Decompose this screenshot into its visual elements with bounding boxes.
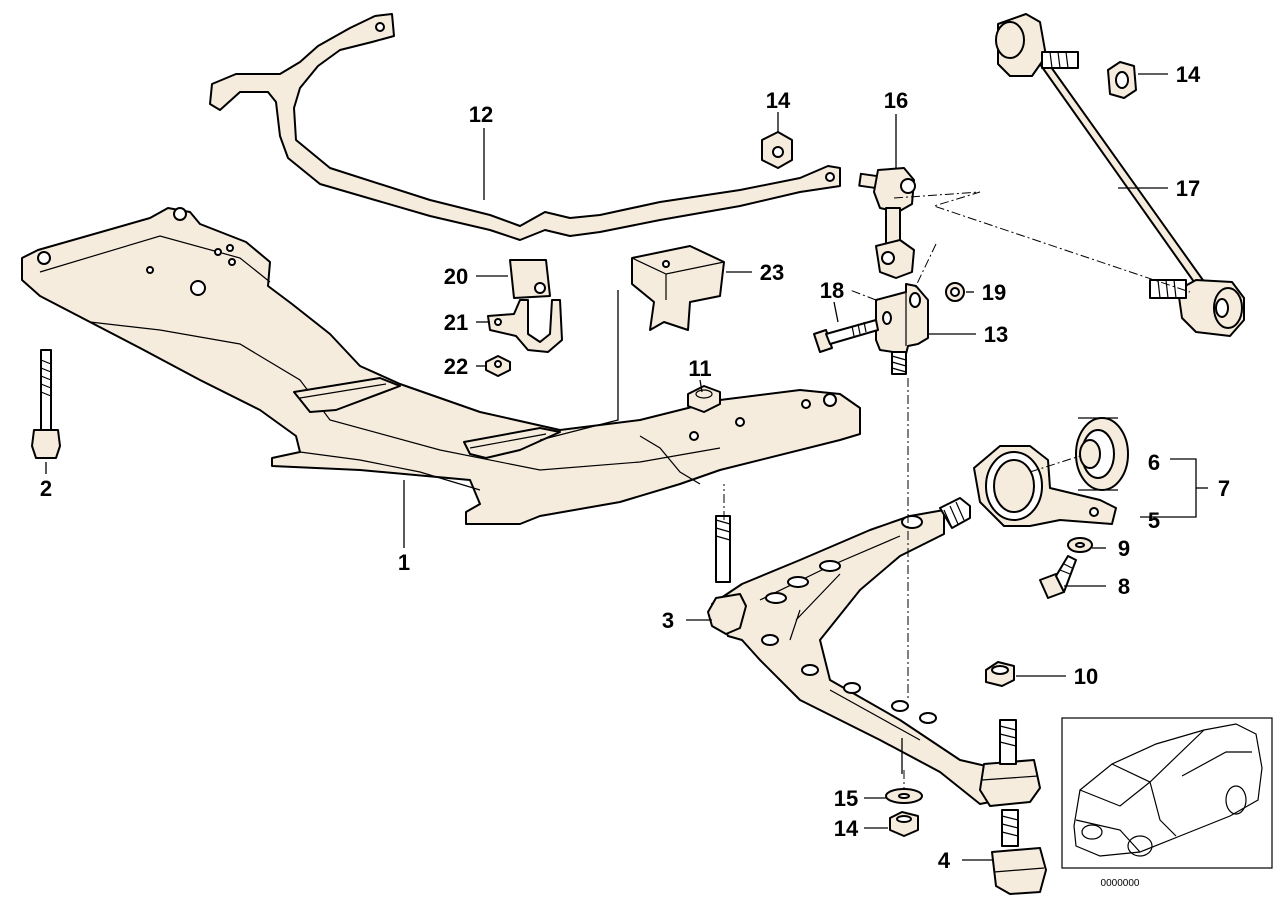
nut-22 <box>485 355 511 377</box>
callout-4: 4 <box>938 848 951 873</box>
reference-code: 0000000 <box>1101 878 1140 889</box>
callout-13: 13 <box>984 322 1008 347</box>
bolt-2 <box>31 349 61 459</box>
callout-9: 9 <box>1118 536 1130 561</box>
callout-22: 22 <box>444 354 468 379</box>
assembly-lines <box>723 191 1191 788</box>
rubber-bearing <box>1075 417 1129 491</box>
callout-7: 7 <box>1218 476 1230 501</box>
callout-8: 8 <box>1118 574 1130 599</box>
callout-17: 17 <box>1176 176 1200 201</box>
callout-10: 10 <box>1074 664 1098 689</box>
callout-1: 1 <box>398 550 410 575</box>
wishbone <box>707 497 1041 807</box>
stabilizer-bar <box>209 13 841 241</box>
bearing-bracket <box>973 445 1117 527</box>
bolt-8 <box>1039 555 1077 599</box>
callout-21: 21 <box>444 310 468 335</box>
callout-12: 12 <box>469 102 493 127</box>
callout-16: 16 <box>884 88 908 113</box>
nut-14-link <box>1107 61 1137 99</box>
washer-9 <box>1067 537 1093 553</box>
callout-23: 23 <box>760 260 784 285</box>
callout-14-upper: 14 <box>766 88 791 113</box>
bolt-18 <box>813 319 879 353</box>
stabilizer-bracket <box>631 245 725 331</box>
callout-14-lower: 14 <box>834 816 859 841</box>
callout-11: 11 <box>688 356 711 381</box>
callout-18: 18 <box>820 278 844 303</box>
callouts: 1 2 3 4 5 6 7 8 9 10 11 12 13 14 14 14 1… <box>40 62 1230 873</box>
callout-19: 19 <box>982 280 1006 305</box>
nut-14-stabilizer <box>761 131 793 169</box>
washer-19 <box>945 282 965 302</box>
link-bracket <box>875 283 929 375</box>
callout-20: 20 <box>444 264 468 289</box>
callout-5: 5 <box>1148 508 1160 533</box>
car-outline-icon <box>1073 723 1263 857</box>
nut-14-lower <box>889 811 919 837</box>
vehicle-thumbnail: 0000000 <box>1061 717 1273 889</box>
thumbnail-frame <box>1061 717 1273 869</box>
stabilizer-clamp <box>487 299 563 353</box>
callout-2: 2 <box>40 476 52 501</box>
callout-6: 6 <box>1148 450 1160 475</box>
front-axle-carrier <box>21 207 861 525</box>
callout-14-right: 14 <box>1176 62 1201 87</box>
stabilizer-link-long <box>995 13 1245 337</box>
ball-joint <box>991 809 1047 895</box>
stabilizer-link <box>858 167 916 279</box>
washer-15 <box>885 788 923 804</box>
rubber-mounting <box>509 259 551 299</box>
nut-11 <box>687 385 721 413</box>
callout-15: 15 <box>834 786 858 811</box>
leader-lines <box>45 73 1208 861</box>
callout-3: 3 <box>662 608 674 633</box>
nut-10 <box>985 661 1015 687</box>
